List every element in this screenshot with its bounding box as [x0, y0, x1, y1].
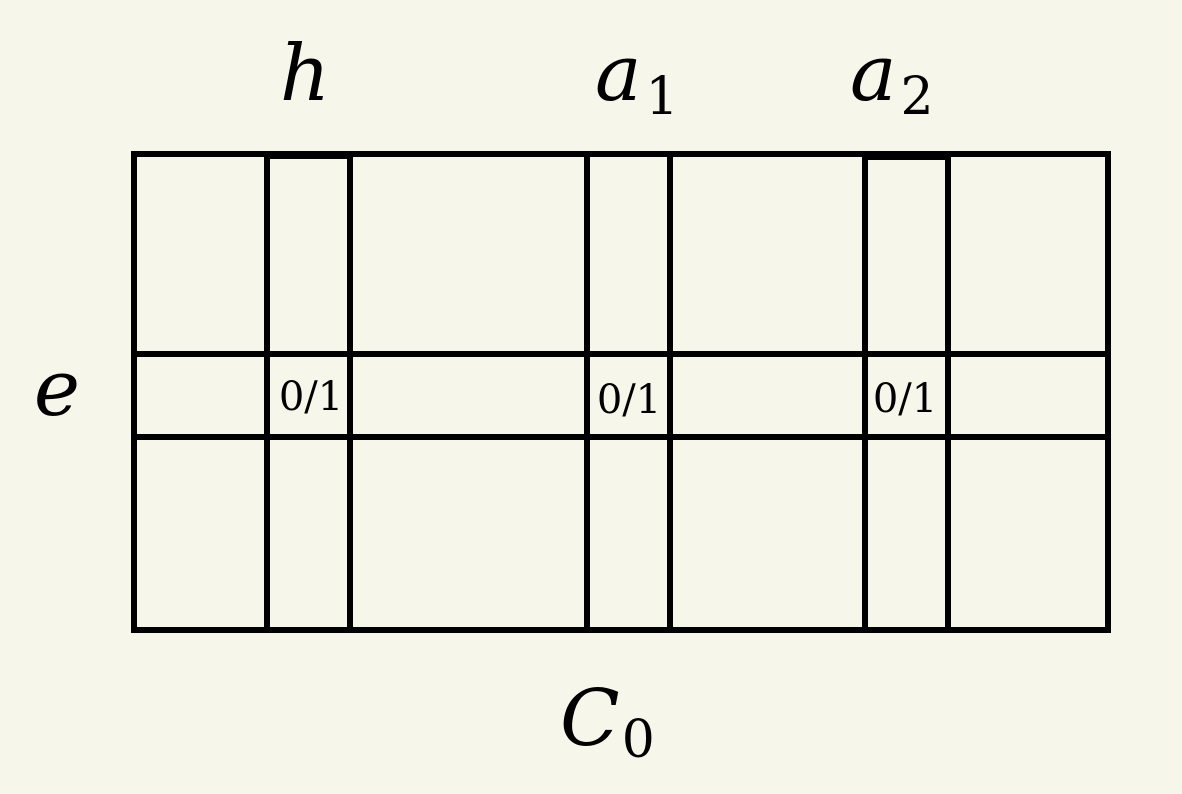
row-band-e [131, 351, 1111, 440]
bottom-label-c0-subscript: 0 [622, 710, 655, 770]
column-label-a2: a2 [850, 29, 934, 127]
cell-h-value: 0/1 [279, 374, 343, 420]
column-label-a2-subscript: 2 [901, 67, 934, 127]
column-label-a2-base: a [850, 29, 897, 119]
cell-a1-value: 0/1 [597, 377, 661, 423]
column-label-a1-subscript: 1 [646, 67, 679, 127]
column-band-a2 [862, 154, 951, 633]
row-label-e: e [34, 344, 80, 434]
column-band-h [264, 153, 353, 633]
bottom-label-c0-base: C [560, 674, 620, 764]
column-label-h: h [280, 29, 330, 119]
cell-a2-value: 0/1 [873, 376, 937, 422]
column-label-a1: a1 [595, 29, 679, 127]
column-label-a1-base: a [595, 29, 642, 119]
column-band-a1 [584, 151, 673, 633]
bottom-label-c0: C0 [560, 674, 655, 770]
